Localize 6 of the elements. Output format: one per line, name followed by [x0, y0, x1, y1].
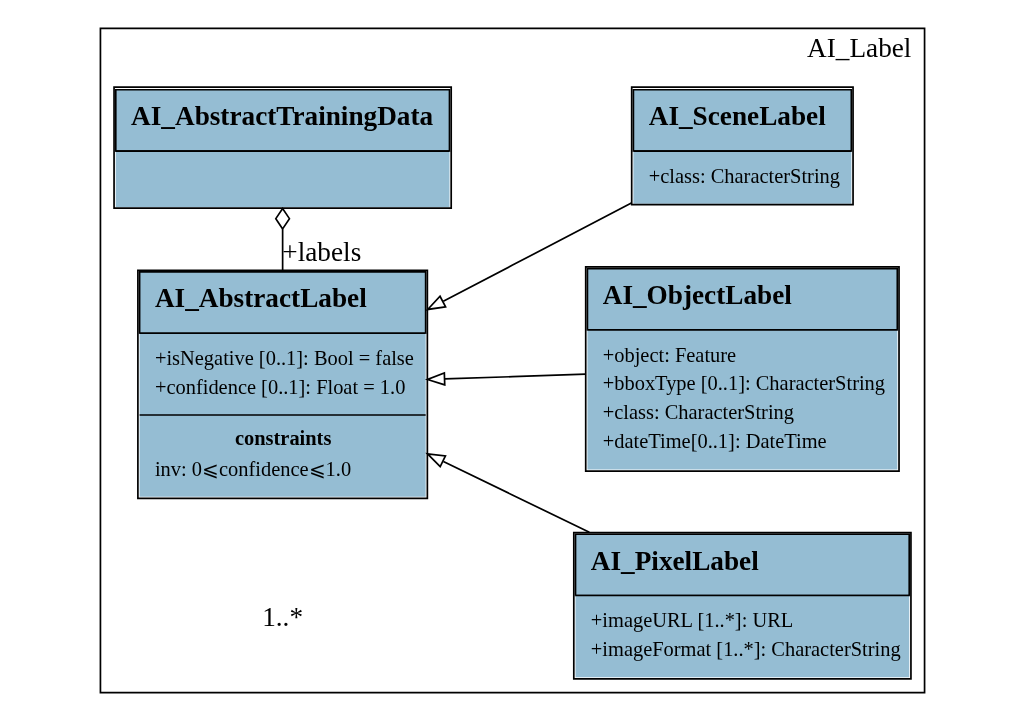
arrow [425, 202, 633, 311]
arrow [425, 452, 591, 534]
connector [274, 206, 291, 271]
label: 1..* [262, 601, 304, 632]
edge-label: +labels [282, 236, 362, 267]
arrow [424, 371, 587, 387]
